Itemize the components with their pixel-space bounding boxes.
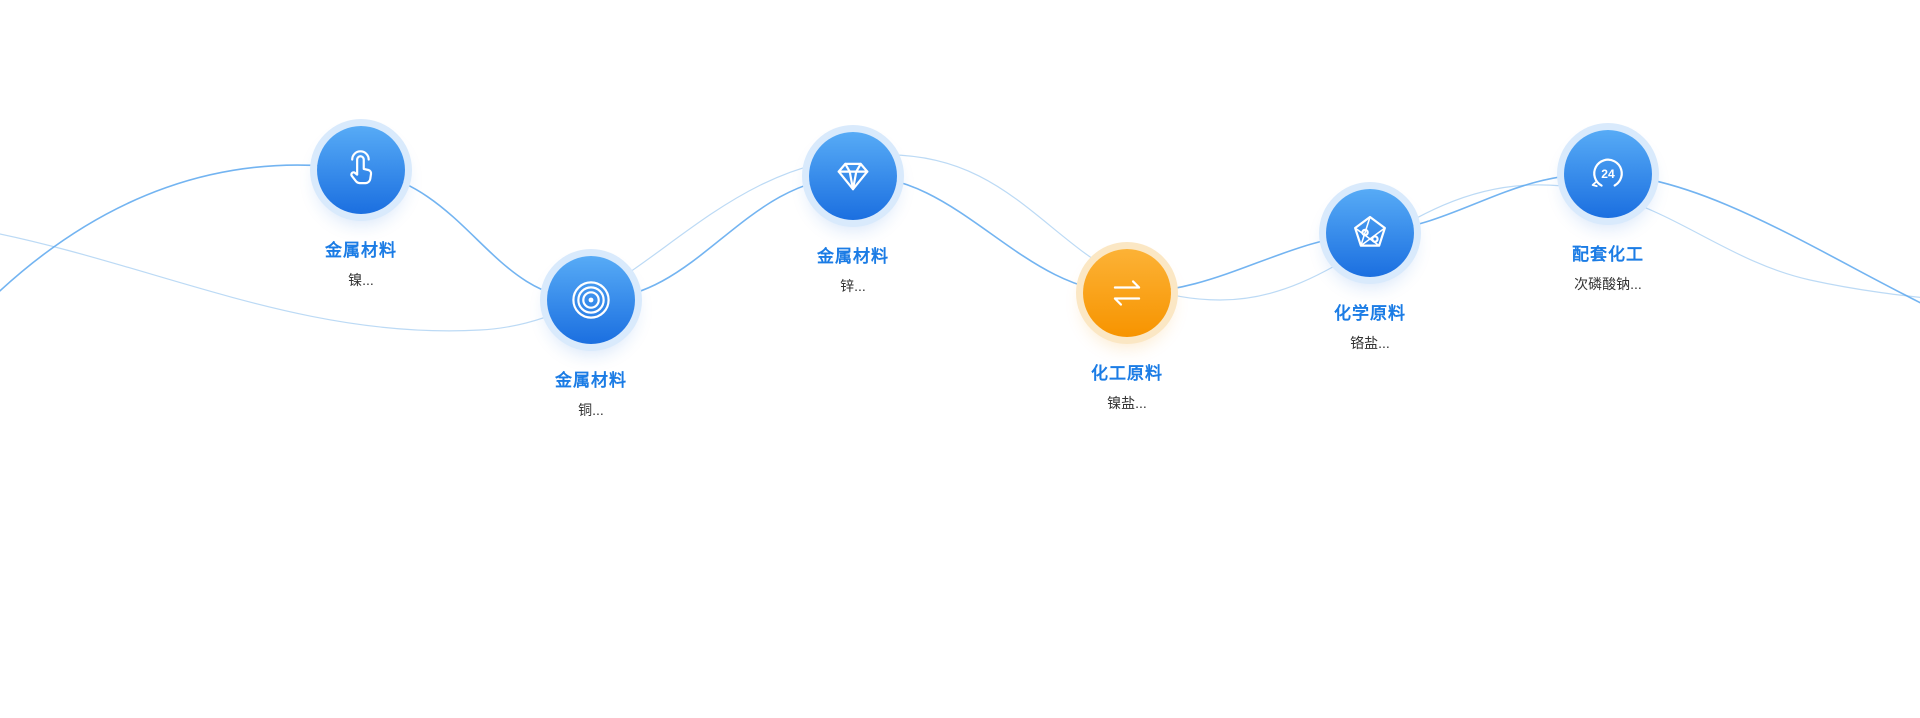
category-title: 化工原料	[1091, 364, 1163, 383]
category-subtitle: 铬盐...	[1350, 335, 1390, 351]
diamond-icon	[837, 162, 869, 191]
category-subtitle: 锌...	[840, 278, 866, 294]
category-bubble	[1083, 249, 1171, 337]
category-node-nickel[interactable]: 金属材料 镍...	[251, 126, 471, 290]
category-title: 化学原料	[1334, 304, 1406, 323]
category-bubble	[1326, 189, 1414, 277]
molecule-pentagon-icon	[1354, 215, 1386, 247]
category-bubble	[809, 132, 897, 220]
category-subtitle: 铜...	[578, 402, 604, 418]
sonar-icon	[572, 281, 610, 319]
category-title: 金属材料	[325, 241, 397, 260]
category-node-zinc[interactable]: 金属材料 锌...	[743, 132, 963, 296]
exchange-arrows-icon	[1113, 280, 1141, 306]
category-bubble	[317, 126, 405, 214]
category-title: 配套化工	[1572, 245, 1644, 264]
category-title: 金属材料	[817, 247, 889, 266]
category-node-chromium-salt[interactable]: 化学原料 铬盐...	[1260, 189, 1480, 353]
24-hour-icon: 24	[1591, 158, 1623, 189]
24-hour-icon-text: 24	[1601, 167, 1615, 181]
category-title: 金属材料	[555, 371, 627, 390]
category-bubble	[547, 256, 635, 344]
category-subtitle: 镍...	[348, 272, 374, 288]
category-bubble: 24	[1564, 130, 1652, 218]
category-subtitle: 次磷酸钠...	[1574, 276, 1642, 292]
tap-hand-icon	[350, 150, 373, 185]
category-subtitle: 镍盐...	[1107, 395, 1147, 411]
category-node-copper[interactable]: 金属材料 铜...	[481, 256, 701, 420]
category-node-nickel-salt[interactable]: 化工原料 镍盐...	[1017, 249, 1237, 413]
category-node-sodium-hypophosphite[interactable]: 24 配套化工 次磷酸钠...	[1498, 130, 1718, 294]
